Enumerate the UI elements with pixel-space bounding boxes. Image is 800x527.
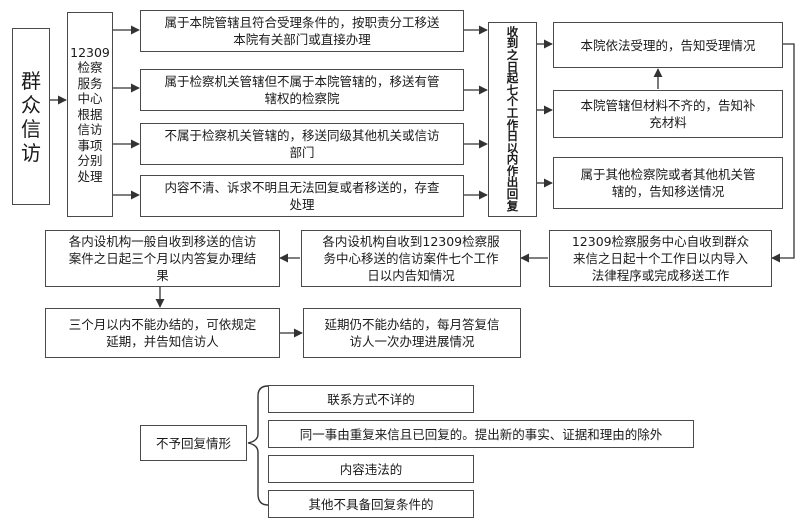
branch-box-1: 属于本院管辖且符合受理条件的，按职责分工移送 本院有关部门或直接办理 <box>140 10 464 52</box>
no-reply-item-2: 同一事由重复来信且已回复的。提出新的事实、证据和理由的除外 <box>268 420 694 448</box>
outcome-box-1: 本院依法受理的，告知受理情况 <box>553 22 783 68</box>
no-reply-item-1: 联系方式不详的 <box>268 385 474 413</box>
branch-box-3: 不属于检察机关管辖的，移送同级其他机关或信访 部门 <box>140 123 464 165</box>
timeline-step-1: 12309检察服务中心自收到群众 来信之日起十个工作日以内导入 法律程序或完成移… <box>549 230 772 287</box>
outcome-box-2: 本院管辖但材料不齐的，告知补 充材料 <box>553 90 783 138</box>
source-box: 群 众 信 访 <box>12 28 50 205</box>
branch-box-4: 内容不清、诉求不明且无法回复或者移送的，存查 处理 <box>140 175 464 217</box>
arrow-outcome-to-step1 <box>771 43 795 263</box>
timeline-step-4: 三个月以内不能办结的，可依规定 延期，并告知信访人 <box>45 308 280 358</box>
timeline-step-5: 延期仍不能办结的，每月答复信 访人一次办理进展情况 <box>303 308 521 358</box>
no-reply-label: 不予回复情形 <box>140 425 247 461</box>
no-reply-item-4: 其他不具备回复条件的 <box>268 490 474 518</box>
brace-bracket <box>247 385 269 506</box>
reply-deadline-box: 收 到 之 日 起 七 个 工 作 日 以 内 作 出 回 复 <box>488 22 537 217</box>
branch-box-2: 属于检察机关管辖但不属于本院管辖的，移送有管 辖权的检察院 <box>140 69 464 111</box>
outcome-box-3: 属于其他检察院或者其他机关管 辖的，告知移送情况 <box>553 157 783 209</box>
no-reply-item-3: 内容违法的 <box>268 455 474 483</box>
timeline-step-3: 各内设机构一般自收到移送的信访 案件之日起三个月以内答复办理结 果 <box>45 230 280 287</box>
timeline-step-2: 各内设机构自收到12309检察服 务中心移送的信访案件七个工作 日以内告知情况 <box>301 230 521 287</box>
center-box: 12309 检察 服务 中心 根据 信访 事项 分别 处理 <box>67 12 113 217</box>
